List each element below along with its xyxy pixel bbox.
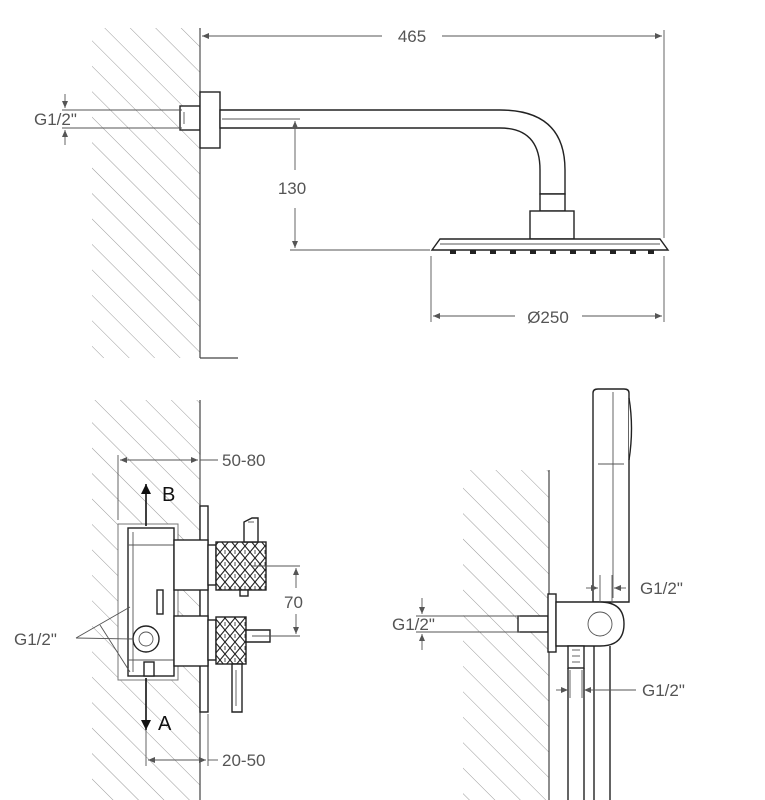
dimension-70: 70 xyxy=(252,565,303,637)
mixer-thread-callout: G1/2" xyxy=(14,606,135,673)
arm-thread-label: G1/2" xyxy=(34,110,77,129)
outlet-b-marker: B xyxy=(141,484,175,526)
thread-callout-arm: G1/2" xyxy=(34,94,182,145)
mixer-box xyxy=(117,523,179,681)
mixer-view: 50-80 70 20-50 B A G1/2" xyxy=(14,400,303,800)
cover-label: 20-50 xyxy=(222,751,265,770)
inlet-port xyxy=(132,625,160,653)
dimension-50-80: 50-80 xyxy=(117,451,265,520)
depth-label: 50-80 xyxy=(222,451,265,470)
hose-thread-label: G1/2" xyxy=(640,579,683,598)
drop-label: 130 xyxy=(278,179,306,198)
shower-head-view: 465 130 Ø250 G1/2" xyxy=(34,27,670,359)
dimension-250: Ø250 xyxy=(430,256,665,327)
wall-outlet xyxy=(517,593,625,669)
outlet-thread-label: G1/2" xyxy=(642,681,685,700)
diameter-label: Ø250 xyxy=(527,308,569,327)
wall-thread-callout: G1/2" xyxy=(392,598,520,650)
shower-arm xyxy=(179,91,575,240)
dimension-130: 130 xyxy=(222,118,430,251)
outlet-b-label: B xyxy=(162,484,175,506)
hand-shower-handle xyxy=(592,388,633,603)
cover-plate xyxy=(199,505,209,713)
wall-thread-label: G1/2" xyxy=(392,615,435,634)
wall-section-top xyxy=(92,28,238,359)
outlet-a-marker: A xyxy=(141,678,172,735)
length-label: 465 xyxy=(398,27,426,46)
outlet-thread-callout: G1/2" xyxy=(556,670,685,700)
mixer-thread-label: G1/2" xyxy=(14,630,57,649)
nozzles xyxy=(450,250,654,254)
wall-section-hand xyxy=(463,470,550,800)
outlet-a-label: A xyxy=(158,713,172,735)
dimension-465: 465 xyxy=(199,27,665,238)
hose-thread-callout: G1/2" xyxy=(586,575,683,602)
shower-head-plate xyxy=(430,238,670,254)
spacing-label: 70 xyxy=(284,593,303,612)
hose xyxy=(567,646,611,800)
hand-shower-view: G1/2" G1/2" G1/2" xyxy=(392,388,685,800)
lower-valve xyxy=(173,615,271,713)
